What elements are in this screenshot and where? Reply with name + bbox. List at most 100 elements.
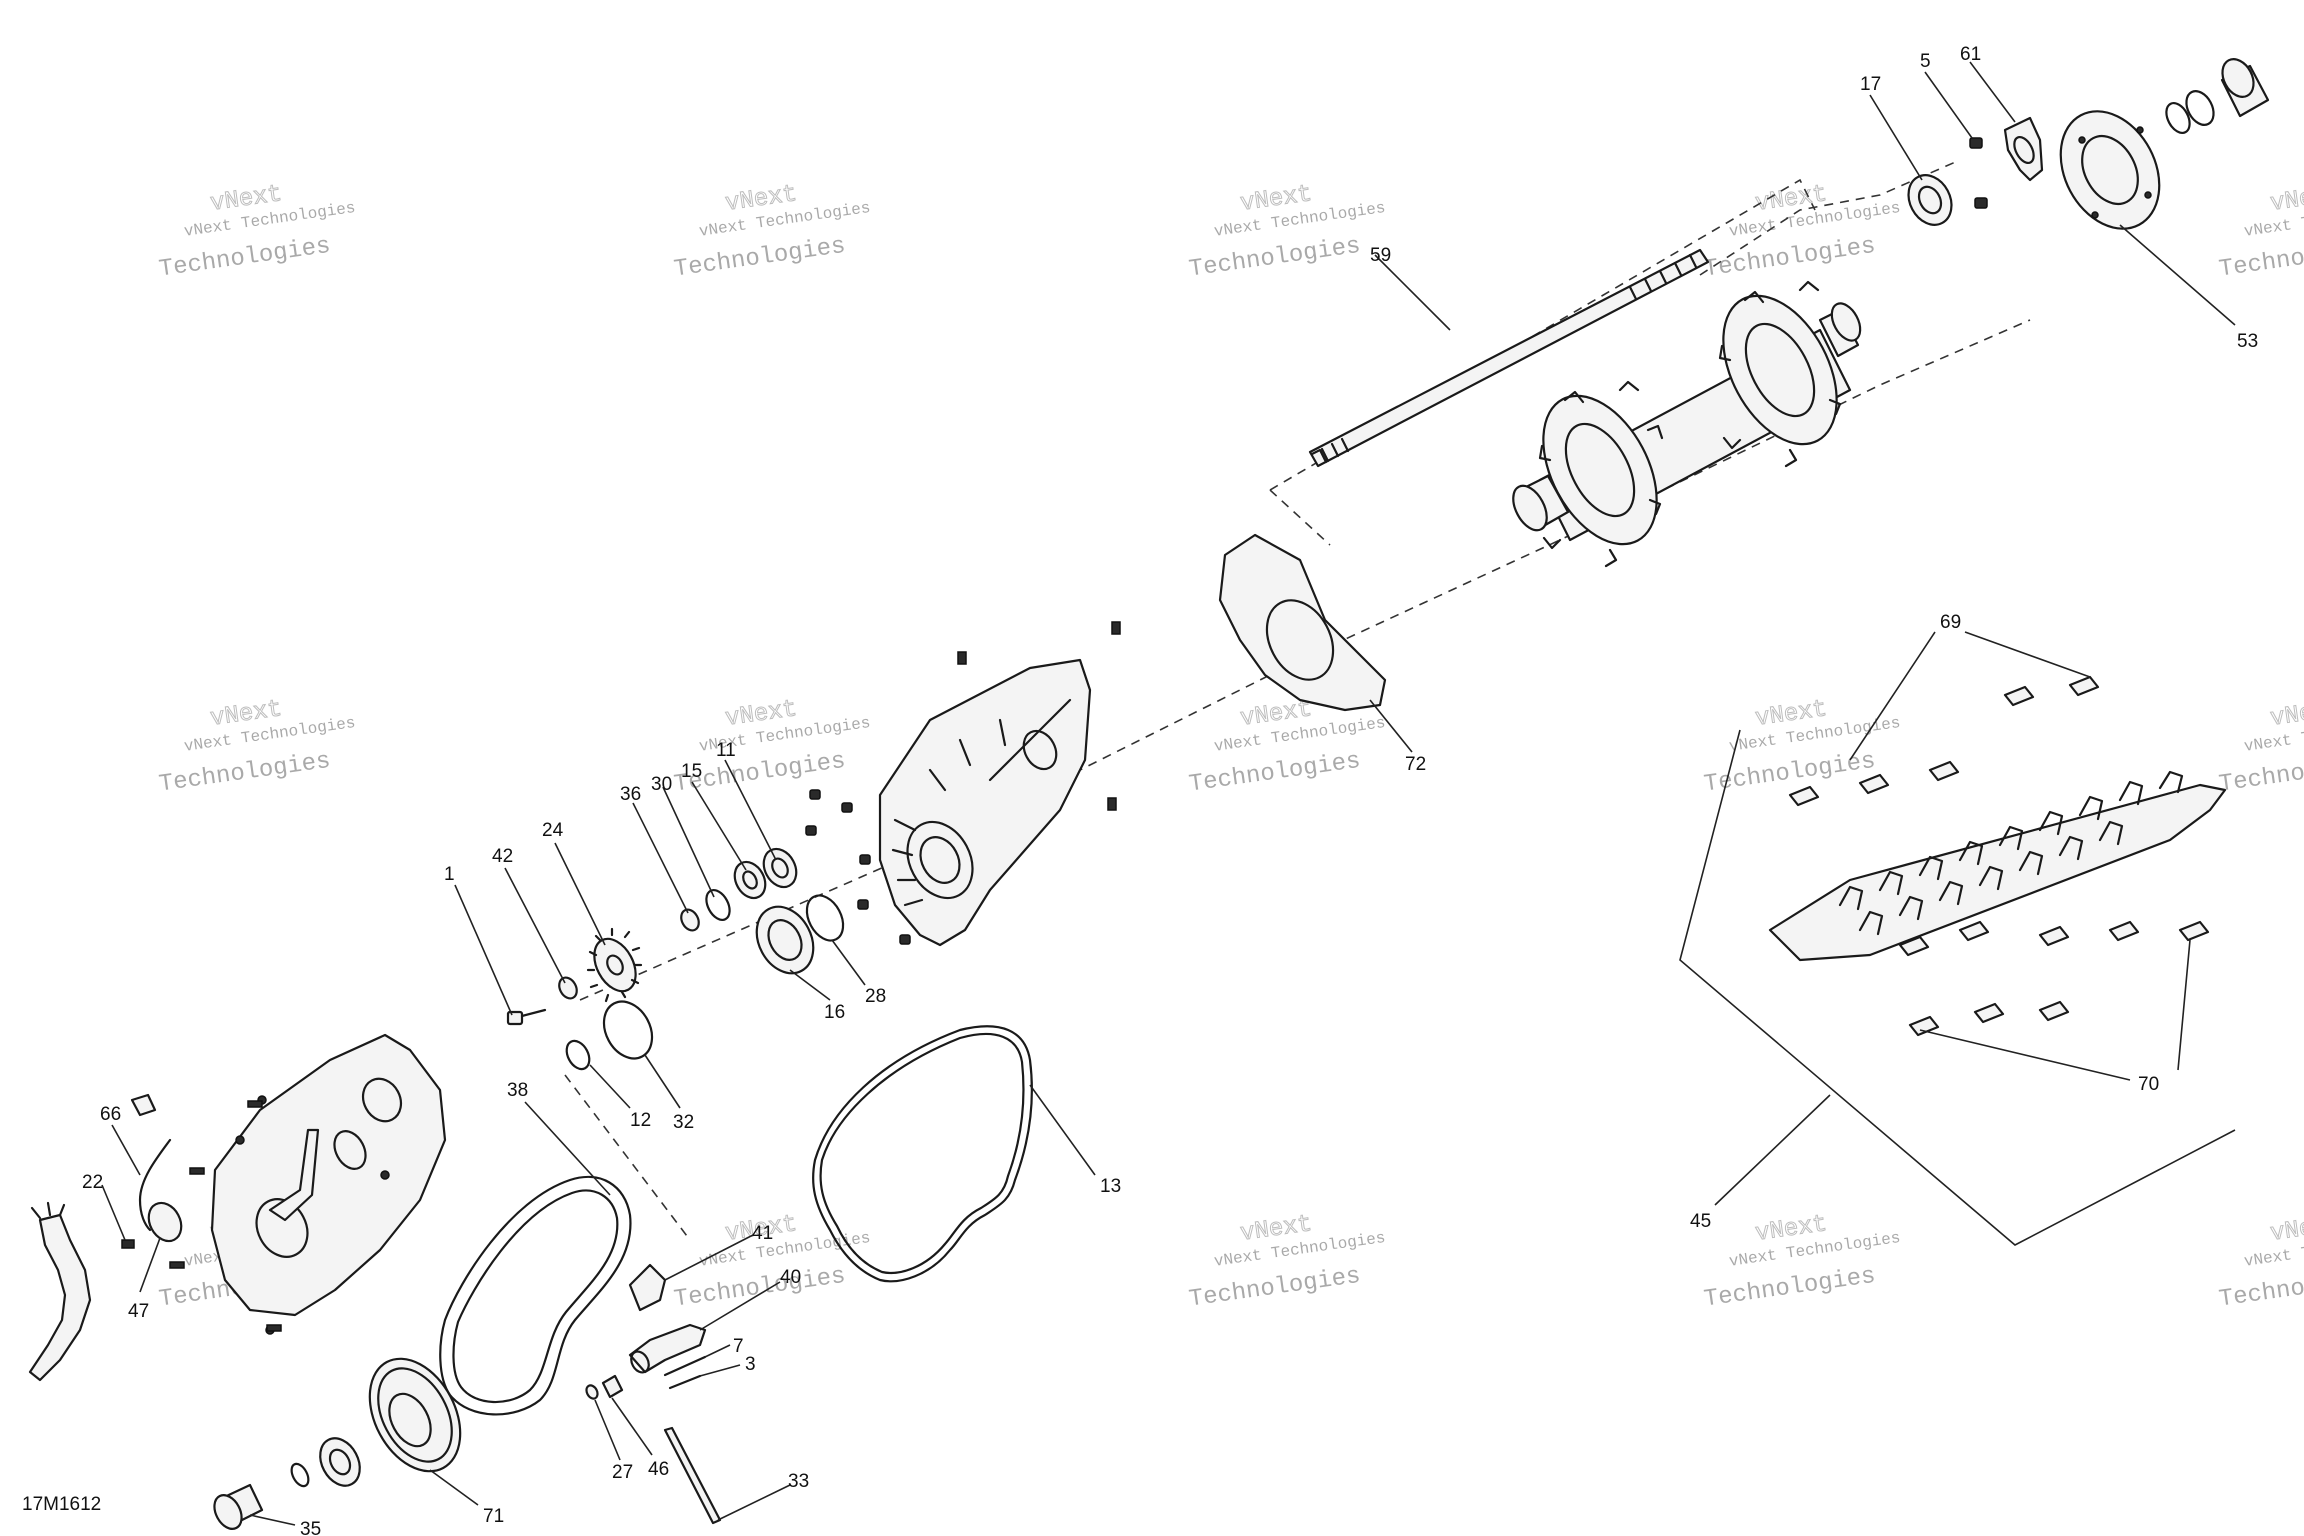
leader-42 — [504, 867, 566, 984]
leader-40 — [699, 1281, 781, 1331]
callout-3: 3 — [745, 1354, 756, 1375]
leader-71 — [429, 1469, 479, 1506]
leader-61 — [1969, 61, 2016, 123]
cover-upper-bore — [361, 1077, 403, 1123]
leader-1 — [454, 884, 513, 1016]
spacer-inner — [328, 1448, 352, 1476]
leader-32 — [644, 1054, 681, 1109]
callout-12: 12 — [630, 1110, 651, 1131]
flange-inner — [2081, 135, 2139, 205]
callout-32: 32 — [673, 1112, 694, 1133]
hose-66 — [138, 1138, 172, 1232]
cover-lower-bore — [255, 1198, 309, 1258]
flange-bolt — [2136, 126, 2144, 134]
right-sprocket — [1722, 294, 1838, 446]
cover-mid-window — [333, 1130, 367, 1170]
clip — [2003, 685, 2035, 707]
leader-59 — [1374, 254, 1451, 331]
circlip-32 — [602, 1000, 654, 1060]
flange-bolt — [2144, 191, 2152, 199]
housing-nuts — [805, 789, 911, 945]
shaft-splines-right — [1628, 253, 1698, 301]
leader-70 — [1919, 939, 2191, 1081]
slider-lugs — [1838, 770, 2184, 936]
chaincase-cover — [210, 1033, 447, 1335]
drive-shaft — [1308, 248, 1710, 468]
sprocket-71-body — [368, 1357, 462, 1473]
flange-outer — [2059, 110, 2161, 230]
sprocket-71-rim — [377, 1367, 453, 1463]
callout-5: 5 — [1920, 51, 1931, 72]
leader-30 — [662, 786, 715, 898]
leader-36 — [632, 802, 689, 914]
pin-3 — [668, 1374, 702, 1390]
callout-66: 66 — [100, 1104, 121, 1125]
clip — [1928, 760, 1960, 782]
plug-47 — [147, 1201, 183, 1243]
clip — [1858, 773, 1890, 795]
clip — [2038, 925, 2070, 947]
svg-text:Technologies: Technologies — [2217, 748, 2304, 799]
callout-30: 30 — [651, 774, 672, 795]
callout-28: 28 — [865, 986, 886, 1007]
leader-5 — [1924, 71, 1973, 139]
snap-ring — [290, 1462, 310, 1488]
housing-ribs — [891, 718, 1007, 907]
nut — [809, 789, 821, 800]
leader-28 — [831, 939, 866, 986]
bearings-seals — [680, 847, 845, 975]
leader-69 — [1849, 631, 2091, 761]
callout-11: 11 — [716, 740, 736, 761]
flange-bolt — [2078, 136, 2086, 144]
leader-lines — [101, 61, 2236, 1526]
axle-right-end — [1830, 302, 1862, 342]
clip — [2178, 920, 2210, 942]
slider-body — [1768, 783, 2227, 962]
callout-38: 38 — [507, 1080, 528, 1101]
callout-45: 45 — [1690, 1211, 1711, 1232]
callout-69: 69 — [1940, 612, 1961, 633]
circlip-12 — [565, 1039, 591, 1071]
o-ring-13-inner — [819, 1032, 1025, 1274]
clip — [1908, 1015, 1940, 1037]
svg-text:Technologies: Technologies — [157, 748, 332, 799]
bracket-hole — [2013, 135, 2035, 165]
clip — [2038, 1000, 2070, 1022]
callout-33: 33 — [788, 1471, 809, 1492]
svg-text:Technologies: Technologies — [1187, 1263, 1362, 1314]
callout-47: 47 — [128, 1301, 149, 1322]
clip — [1958, 920, 1990, 942]
tensioner-41 — [628, 1263, 667, 1312]
ring-28 — [805, 894, 845, 942]
leader-7 — [704, 1344, 731, 1358]
housing-bore — [906, 820, 974, 900]
watermark: vNext vNext Technologies Technologies — [1702, 181, 1901, 284]
nut — [805, 825, 817, 836]
stud — [957, 651, 967, 665]
watermarks: vNext vNext Technologies Technologies vN… — [157, 181, 2304, 1314]
watermark: vNext vNext Technologies Technologies — [672, 181, 871, 284]
callout-17: 17 — [1860, 74, 1881, 95]
washer-36 — [680, 908, 700, 932]
dipstick-33 — [663, 1426, 722, 1525]
svg-text:vNext: vNext — [2269, 181, 2304, 218]
bolt-1 — [506, 1008, 547, 1026]
hub-cup-face — [2221, 58, 2255, 98]
leader-11 — [724, 759, 777, 861]
clip — [1973, 1002, 2005, 1024]
seal-16-inner — [767, 919, 803, 961]
nut — [857, 899, 869, 910]
leader-24 — [554, 842, 606, 946]
screw — [169, 1261, 185, 1269]
gear-hub — [606, 954, 624, 976]
callout-24: 24 — [542, 820, 564, 841]
arm-40-eye — [630, 1350, 650, 1374]
watermark: vNext vNext Technologies Technologies — [157, 696, 356, 799]
bushing-35 — [213, 1483, 264, 1530]
leader-12 — [589, 1064, 631, 1109]
sensor-leads — [30, 1201, 66, 1220]
cover-bolt — [380, 1170, 390, 1180]
callout-70: 70 — [2138, 1074, 2159, 1095]
clip — [2068, 675, 2100, 697]
